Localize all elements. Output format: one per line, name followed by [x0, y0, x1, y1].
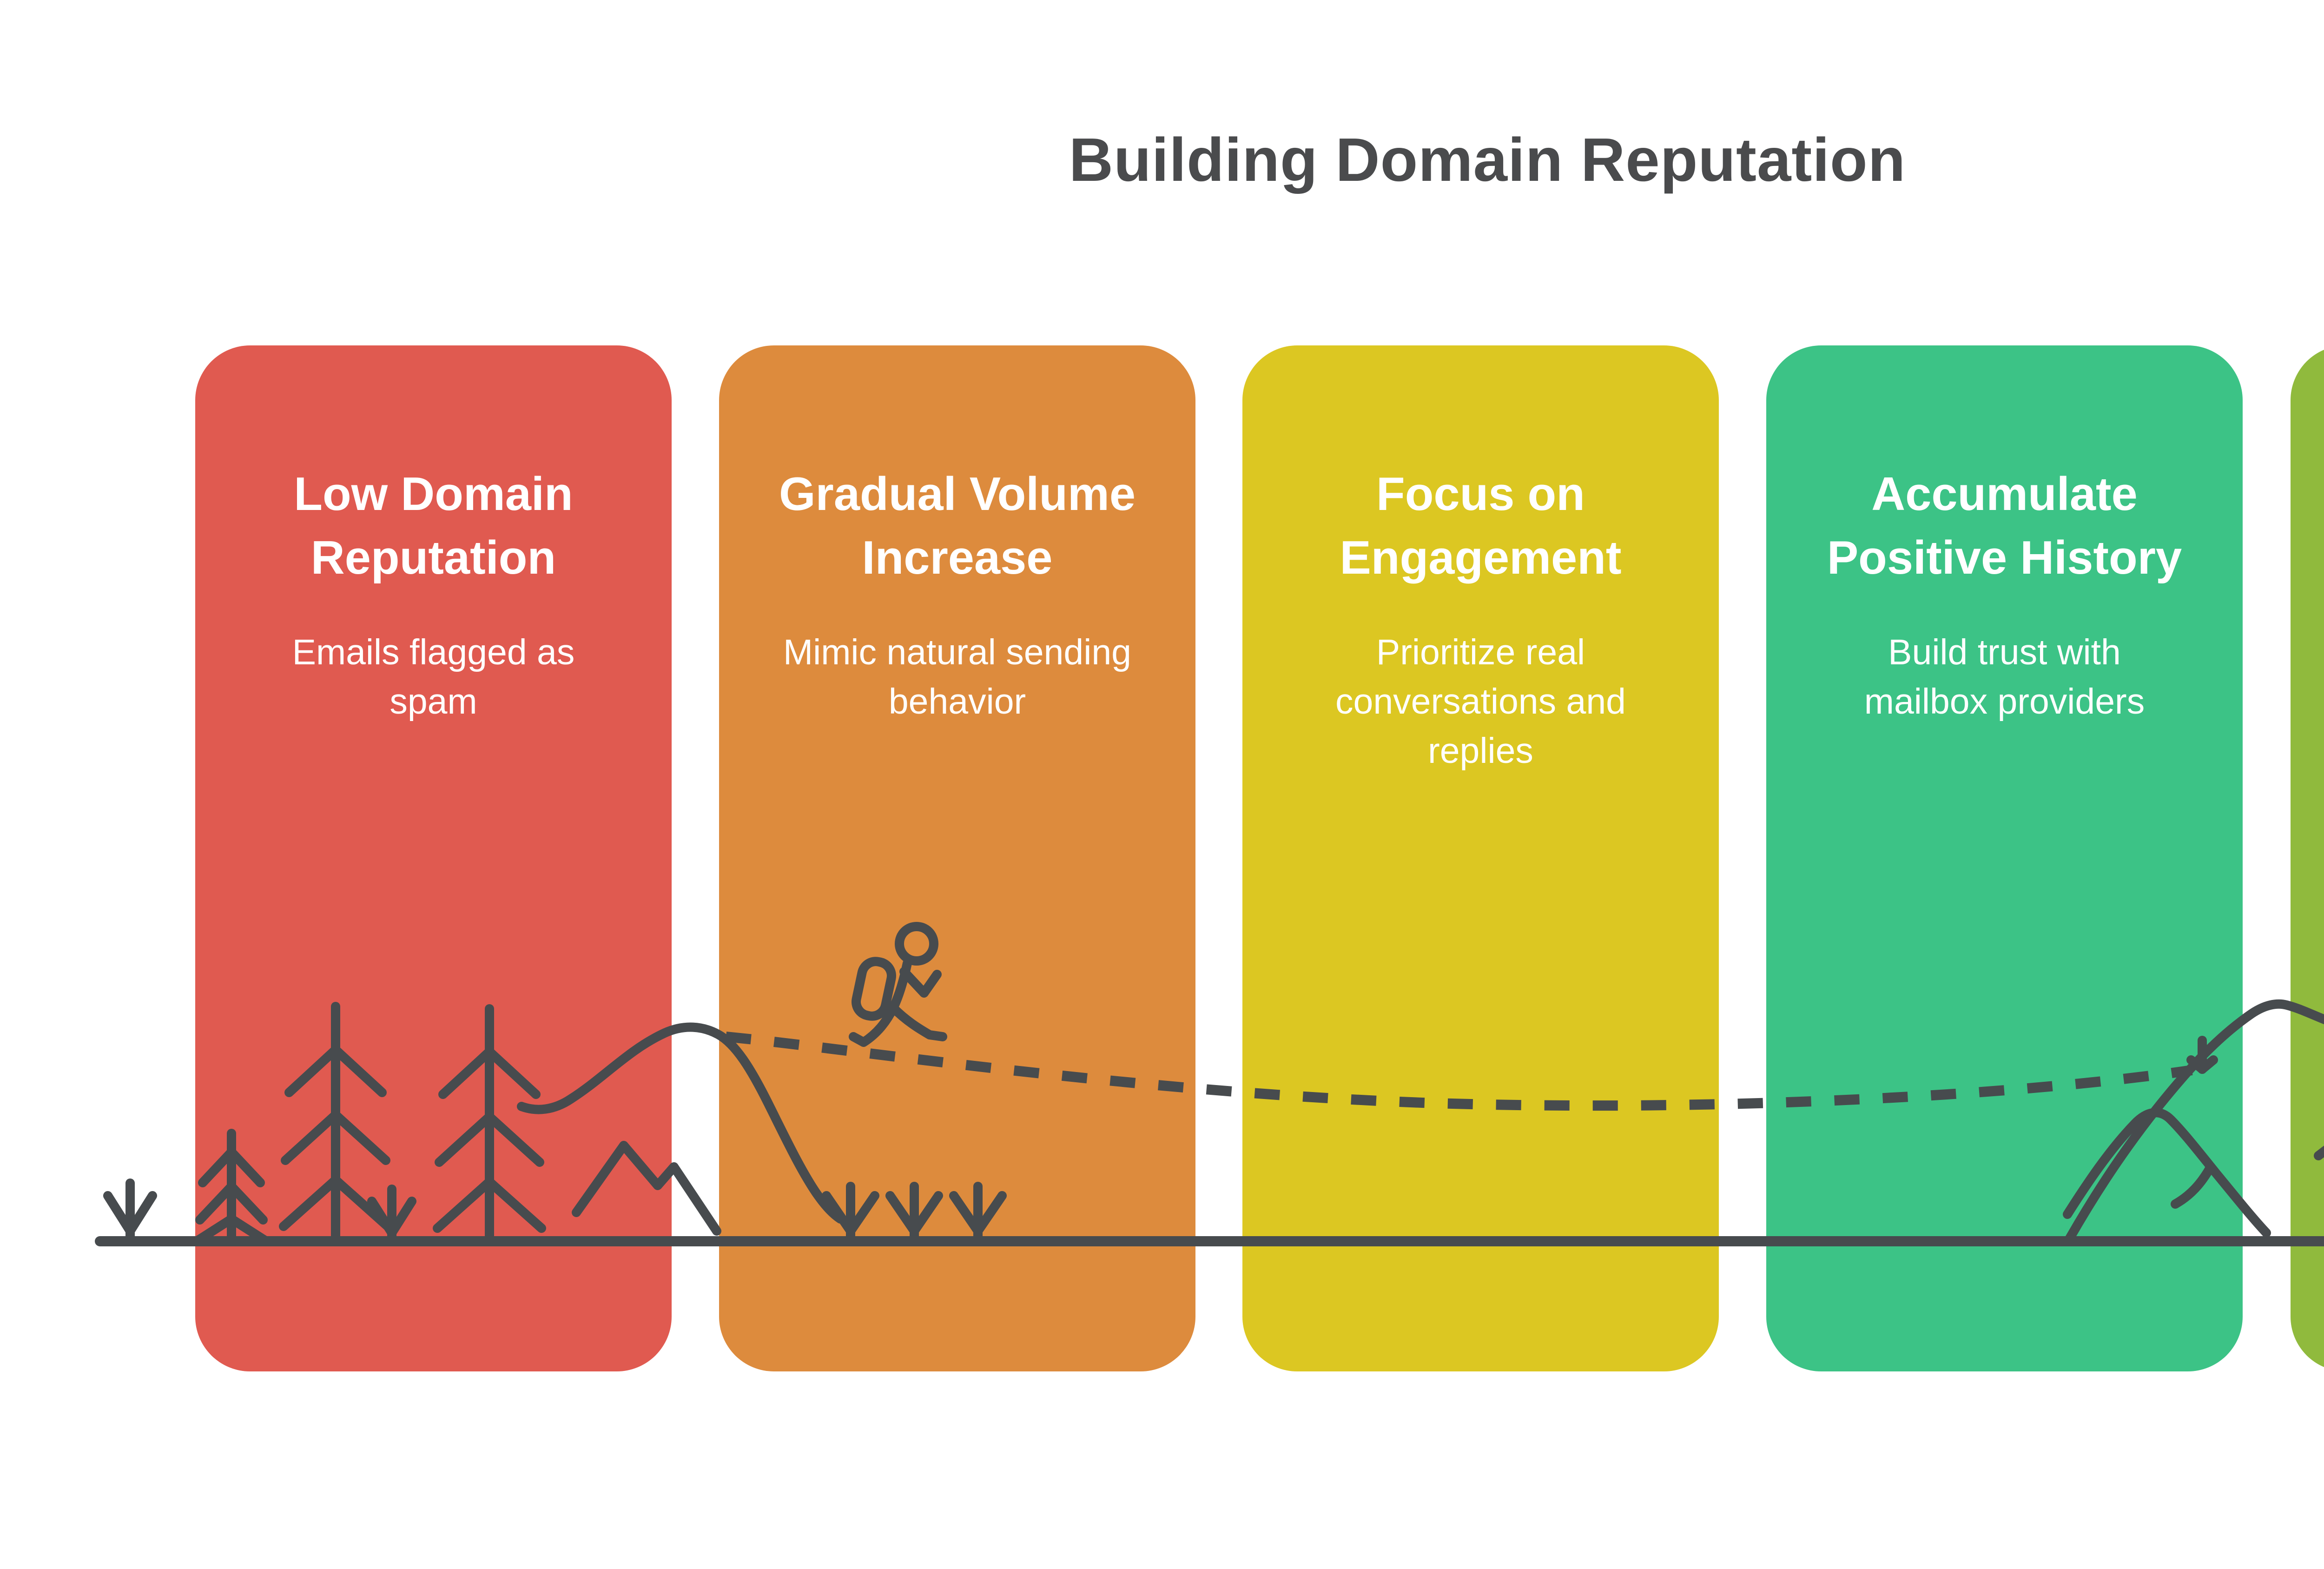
card-title: Focus on Engagement: [1340, 468, 1622, 584]
card-subtitle: Build trust with mailbox providers: [1864, 632, 2145, 722]
card-subtitle: Emails flagged as spam: [292, 632, 575, 722]
page-title: Building Domain Reputation: [1069, 126, 1906, 194]
card-title: Gradual Volume Increase: [779, 468, 1136, 584]
card-focus-on-engagement: Focus on Engagement Prioritize real conv…: [1242, 345, 1719, 1371]
sprout-icon: [103, 1178, 157, 1246]
card-accumulate-positive-history: Accumulate Positive History Build trust …: [1766, 345, 2243, 1371]
card-subtitle: Mimic natural sending behavior: [783, 632, 1131, 722]
card-subtitle: Prioritize real conversations and replie…: [1335, 632, 1626, 771]
card-subtitle: Emails delivered to inbox: [2318, 628, 2324, 727]
card-low-domain-reputation: Low Domain Reputation Emails flagged as …: [195, 345, 672, 1371]
card-title: Low Domain Reputation: [294, 468, 573, 584]
card-gradual-volume-increase: Gradual Volume Increase Mimic natural se…: [719, 345, 1195, 1371]
card-title: Accumulate Positive History: [1827, 468, 2182, 584]
card-high-domain-reputation: High Domain Reputation Emails delivered …: [2291, 345, 2324, 1371]
